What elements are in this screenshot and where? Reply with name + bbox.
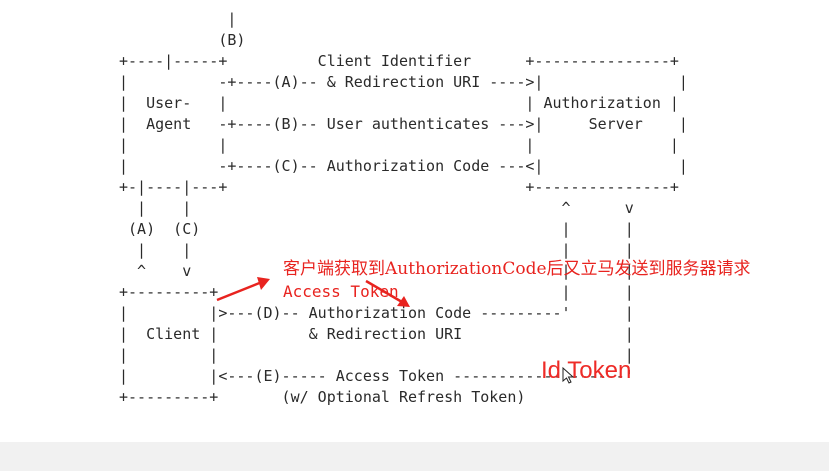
- ascii-line-19: +---------+ (w/ Optional Refresh Token): [119, 388, 525, 406]
- ascii-line-6: | Agent -+----(B)-- User authenticates -…: [119, 115, 688, 133]
- id-token-label: Id Token: [541, 357, 631, 384]
- ascii-line-17: | | |: [119, 346, 634, 364]
- bottom-bar: [0, 442, 829, 471]
- ascii-line-12: | | | |: [119, 241, 634, 259]
- arrow-head-authcode: [397, 296, 410, 307]
- ascii-line-15: | |>---(D)-- Authorization Code --------…: [119, 304, 634, 322]
- arrow-to-client: [216, 280, 263, 302]
- ascii-line-5: | User- | | Authorization |: [119, 94, 679, 112]
- ascii-line-3: +----|-----+ Client Identifier +--------…: [119, 52, 679, 70]
- ascii-line-9: +-|----|---+ +---------------+: [119, 178, 679, 196]
- mouse-cursor-icon: [562, 366, 575, 384]
- arrow-to-authcode: [365, 279, 403, 304]
- ascii-line-13: ^ v | |: [119, 262, 634, 280]
- arrow-head-client: [257, 277, 270, 290]
- ascii-art-diagram: | (B) +----|-----+ Client Identifier +--…: [119, 10, 688, 406]
- ascii-line-1: |: [119, 10, 236, 28]
- annotation-note-line1: 客户端获取到AuthorizationCode后又立马发送到服务器请求: [283, 259, 751, 279]
- ascii-line-18: | |<---(E)----- Access Token -----------…: [119, 367, 634, 385]
- ascii-line-10: | | ^ v: [119, 199, 634, 217]
- ascii-line-2: (B): [119, 31, 245, 49]
- ascii-line-11: (A) (C) | |: [119, 220, 634, 238]
- annotation-arrows: [216, 277, 410, 307]
- ascii-line-8: | -+----(C)-- Authorization Code ---<| |: [119, 157, 688, 175]
- ascii-line-7: | | | |: [119, 136, 679, 154]
- ascii-line-16: | Client | & Redirection URI |: [119, 325, 634, 343]
- annotation-note-line2: Access Token: [283, 282, 399, 301]
- ascii-line-4: | -+----(A)-- & Redirection URI ---->| |: [119, 73, 688, 91]
